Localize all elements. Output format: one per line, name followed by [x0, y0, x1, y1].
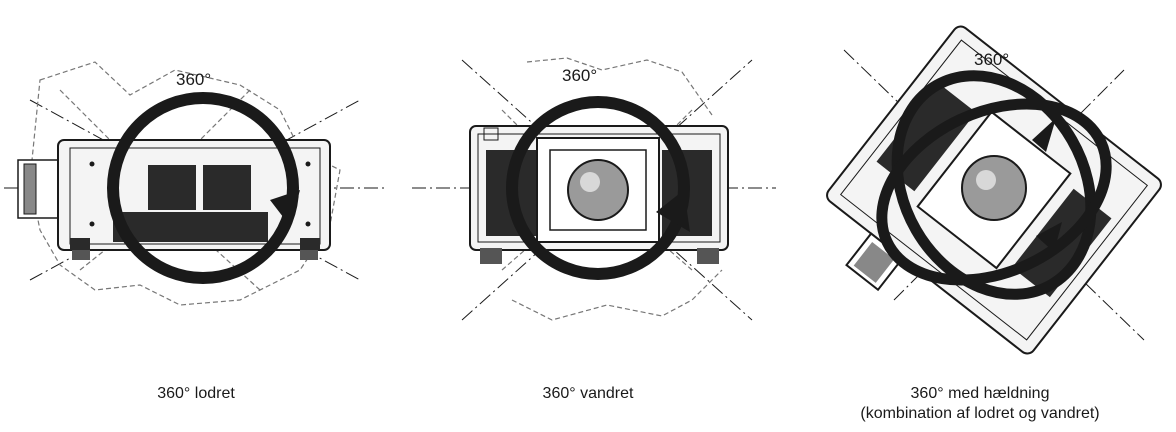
projector-side-view-icon — [4, 61, 388, 306]
angle-label: 360° — [562, 66, 598, 85]
projector-tilted-view-icon — [826, 25, 1162, 355]
dashed-rotated-outline — [29, 61, 341, 306]
panel-tilt-rotation: 360° 360° med hældning (kombination af l… — [784, 0, 1176, 432]
angle-label: 360° — [176, 70, 212, 89]
panel-horizontal-rotation: 360° 360° vandret — [392, 0, 784, 432]
projector-body — [469, 125, 729, 264]
caption-horizontal: 360° vandret — [542, 385, 634, 402]
projector-front-view-icon — [412, 57, 776, 321]
ring-arrow-icon — [506, 96, 690, 280]
caption-vertical: 360° lodret — [157, 385, 235, 402]
rotation-arrow-icon — [107, 92, 300, 284]
caption-tilt: 360° med hældning (kombination af lodret… — [860, 385, 1100, 422]
panel-vertical-rotation: 360° 360° lodret — [0, 0, 392, 432]
ring-arrow-icon — [876, 70, 1112, 300]
angle-label: 360° — [974, 50, 1010, 69]
